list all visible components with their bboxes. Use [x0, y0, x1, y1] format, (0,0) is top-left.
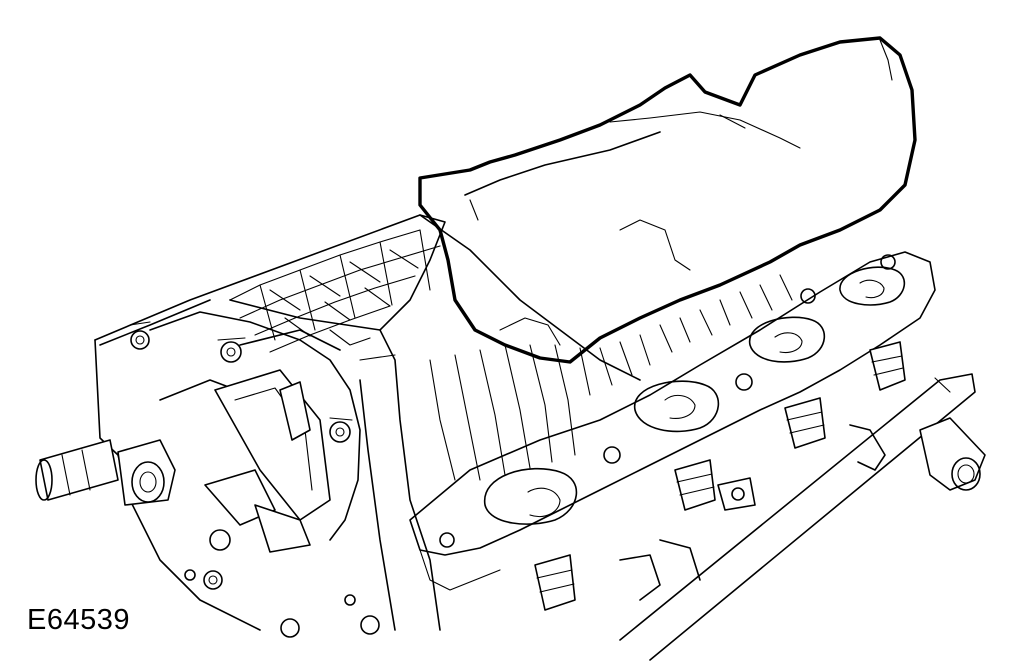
figure-id-label: E64539 — [27, 604, 130, 636]
runner-fins — [429, 274, 793, 481]
plenum-ribs — [229, 229, 441, 361]
fuel-rail — [534, 341, 986, 661]
intake-flange — [409, 251, 936, 591]
protective-cover — [418, 36, 917, 364]
left-bracket-assembly — [35, 311, 380, 638]
